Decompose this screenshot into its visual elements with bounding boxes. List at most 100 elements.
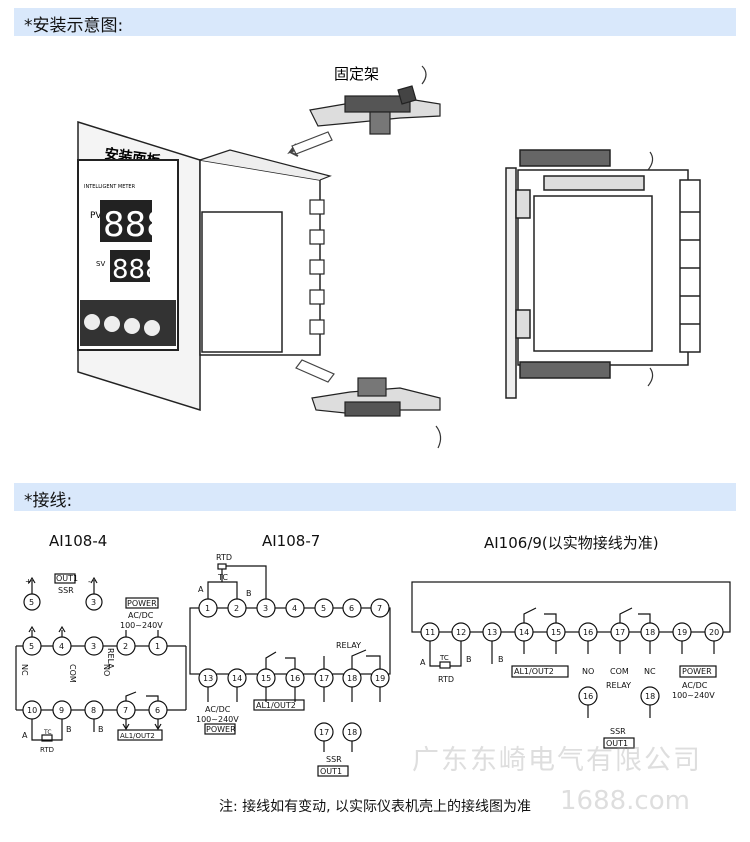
svg-text:7: 7 (377, 604, 382, 613)
a-al-box: AL1/OUT2 (120, 732, 155, 740)
svg-text:20: 20 (709, 628, 719, 637)
b-al-box: AL1/OUT2 (256, 701, 296, 710)
svg-text:16: 16 (583, 628, 593, 637)
model-c-title: AI106/9(以实物接线为准) (484, 534, 659, 552)
wiring-section-title: *接线: (24, 491, 73, 511)
svg-text:100~240V: 100~240V (196, 715, 239, 724)
svg-text:TC: TC (217, 573, 228, 582)
svg-text:AC/DC: AC/DC (682, 681, 708, 690)
svg-text:B: B (466, 655, 472, 664)
svg-text:100~240V: 100~240V (120, 621, 163, 630)
watermark-site: 1688.com (560, 786, 690, 816)
meter-side-view (505, 149, 701, 399)
install-section-banner: *安装示意图: (14, 8, 736, 36)
svg-text:4: 4 (292, 604, 297, 613)
wiring-diagram-ai106-9: 11 12 13 14 15 16 17 18 19 20 A B B TC R… (411, 581, 731, 749)
svg-text:13: 13 (203, 674, 213, 683)
install-diagram: 固定架 安装面板 INTELLIGENT METER PV 888 SV 888 (77, 65, 701, 449)
svg-text:NC: NC (644, 667, 656, 676)
bottom-bracket (311, 377, 441, 417)
install-section-title: *安装示意图: (24, 16, 124, 36)
svg-text:RELAY: RELAY (336, 641, 361, 650)
svg-text:B: B (98, 725, 104, 734)
b-out1-box: OUT1 (320, 767, 342, 776)
svg-text:14: 14 (232, 674, 242, 683)
svg-text:3: 3 (263, 604, 268, 613)
svg-text:16: 16 (583, 692, 593, 701)
wiring-diagram-ai108-4: + - OUT1 SSR (15, 573, 187, 754)
svg-text:19: 19 (375, 674, 385, 683)
wiring-diagram-ai108-7: RTD TC A B 1 2 3 4 5 6 7 13 14 15 16 17 … (189, 553, 391, 777)
svg-text:888: 888 (112, 255, 162, 285)
svg-text:COM: COM (610, 667, 629, 676)
footer-note: 注: 接线如有变动, 以实际仪表机壳上的接线图为准 (218, 799, 532, 815)
c-out1-box: OUT1 (606, 739, 628, 748)
svg-text:A: A (22, 731, 28, 740)
svg-text:RTD: RTD (216, 553, 232, 562)
svg-text:A: A (198, 585, 204, 594)
svg-text:6: 6 (349, 604, 354, 613)
svg-text:5: 5 (321, 604, 326, 613)
svg-text:TC: TC (439, 654, 449, 662)
svg-text:RTD: RTD (438, 675, 454, 684)
svg-text:18: 18 (645, 692, 655, 701)
svg-text:RELA: RELA (106, 648, 115, 669)
svg-text:1: 1 (155, 642, 160, 651)
svg-text:9: 9 (59, 706, 64, 715)
svg-text:TC: TC (43, 729, 52, 736)
svg-text:NO: NO (582, 667, 594, 676)
svg-text:PV: PV (90, 211, 102, 221)
svg-text:SSR: SSR (326, 755, 342, 764)
svg-text:B: B (498, 655, 504, 664)
bracket-label: 固定架 (334, 65, 379, 83)
svg-text:SV: SV (96, 260, 105, 268)
svg-text:5: 5 (29, 642, 34, 651)
svg-text:19: 19 (677, 628, 687, 637)
svg-text:3: 3 (91, 642, 96, 651)
top-bracket (309, 85, 441, 135)
a-out1-box: OUT1 (56, 574, 78, 583)
model-b-title: AI108-7 (262, 532, 321, 550)
b-power-box: POWER (206, 725, 236, 734)
c-power-box: POWER (682, 667, 712, 676)
bottom-insert-arrow (295, 359, 335, 383)
svg-text:14: 14 (519, 628, 529, 637)
svg-text:12: 12 (456, 628, 466, 637)
svg-text:18: 18 (347, 728, 357, 737)
svg-text:888: 888 (103, 205, 168, 245)
svg-text:B: B (246, 589, 252, 598)
svg-text:4: 4 (59, 642, 64, 651)
svg-text:1: 1 (205, 604, 210, 613)
svg-text:INTELLIGENT METER: INTELLIGENT METER (84, 184, 136, 190)
svg-text:18: 18 (347, 674, 357, 683)
svg-text:AC/DC: AC/DC (128, 611, 154, 620)
svg-text:3: 3 (91, 598, 96, 607)
svg-text:15: 15 (551, 628, 561, 637)
svg-text:COM: COM (68, 664, 77, 683)
svg-text:8: 8 (91, 706, 96, 715)
svg-text:+: + (25, 577, 32, 586)
svg-text:17: 17 (319, 674, 329, 683)
svg-text:NC: NC (20, 664, 29, 676)
svg-text:18: 18 (645, 628, 655, 637)
svg-text:17: 17 (319, 728, 329, 737)
wiring-section-banner: *接线: (14, 483, 736, 511)
a-power-box: POWER (127, 599, 157, 608)
model-a-title: AI108-4 (49, 532, 108, 550)
watermark-company: 广东东崎电气有限公司 (412, 745, 702, 776)
svg-text:SSR: SSR (610, 727, 626, 736)
svg-text:6: 6 (155, 706, 160, 715)
svg-text:17: 17 (615, 628, 625, 637)
svg-text:B: B (66, 725, 72, 734)
svg-text:5: 5 (29, 598, 34, 607)
svg-text:2: 2 (234, 604, 239, 613)
svg-text:15: 15 (261, 674, 271, 683)
svg-text:SSR: SSR (58, 586, 74, 595)
svg-text:RTD: RTD (40, 746, 54, 754)
svg-text:A: A (420, 658, 426, 667)
svg-text:7: 7 (123, 706, 128, 715)
c-al-box: AL1/OUT2 (514, 667, 554, 676)
svg-text:AC/DC: AC/DC (205, 705, 231, 714)
svg-text:-: - (88, 577, 91, 586)
svg-text:NO: NO (102, 664, 111, 676)
